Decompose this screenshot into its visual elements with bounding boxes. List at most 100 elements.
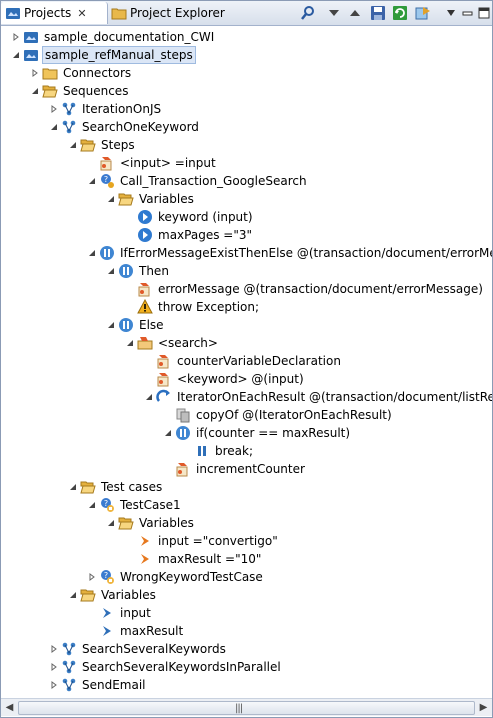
tree-item[interactable]: copyOf @(IteratorOnEachResult) xyxy=(1,406,492,424)
folder-open-icon xyxy=(118,515,134,531)
arrow-down-icon[interactable] xyxy=(326,5,342,21)
expanded-arrow-icon[interactable] xyxy=(49,118,58,136)
tab-project-explorer-label: Project Explorer xyxy=(130,6,225,20)
arrow-up-icon[interactable] xyxy=(347,5,363,21)
expanded-arrow-icon[interactable] xyxy=(87,172,96,190)
minimize-icon[interactable] xyxy=(460,5,476,21)
tree-item[interactable]: IteratorOnEachResult @(transaction/docum… xyxy=(1,388,492,406)
tree-item[interactable]: maxResult xyxy=(1,622,492,640)
close-icon[interactable]: ✕ xyxy=(77,6,87,20)
tree-item[interactable]: throw Exception; xyxy=(1,298,492,316)
tree-item[interactable]: keyword (input) xyxy=(1,208,492,226)
horizontal-scrollbar[interactable]: ◀ ||| ▶ xyxy=(1,698,492,716)
tree-item-label: keyword (input) xyxy=(158,210,253,224)
tree-item-label: IterationOnJS xyxy=(82,102,162,116)
scroll-left-icon[interactable]: ◀ xyxy=(5,702,14,713)
testcase-icon: ? xyxy=(99,497,115,513)
expanded-arrow-icon[interactable] xyxy=(68,136,77,154)
expanded-arrow-icon[interactable] xyxy=(68,586,77,604)
tree-item[interactable]: sample_refManual_steps xyxy=(1,46,492,64)
tree-item[interactable]: Variables xyxy=(1,190,492,208)
tree-item-label: if(counter == maxResult) xyxy=(196,426,351,440)
tree-item[interactable]: Variables xyxy=(1,586,492,604)
collapsed-arrow-icon[interactable] xyxy=(49,658,58,676)
maximize-icon[interactable] xyxy=(476,5,492,21)
expanded-arrow-icon[interactable] xyxy=(106,514,115,532)
scroll-right-icon[interactable]: ▶ xyxy=(479,702,488,713)
tree-item[interactable]: errorMessage @(transaction/document/erro… xyxy=(1,280,492,298)
tree-item[interactable]: Else xyxy=(1,316,492,334)
expanded-arrow-icon[interactable] xyxy=(106,262,115,280)
folder-icon xyxy=(111,5,127,21)
tree-item[interactable]: <keyword> @(input) xyxy=(1,370,492,388)
js-step-icon xyxy=(156,371,172,387)
folder-open-icon xyxy=(80,137,96,153)
tree-item[interactable]: Steps xyxy=(1,136,492,154)
tree-item[interactable]: IfErrorMessageExistThenElse @(transactio… xyxy=(1,244,492,262)
copy-icon xyxy=(175,407,191,423)
tree-item[interactable]: SearchOneKeyword xyxy=(1,118,492,136)
tree-item[interactable]: input ="convertigo" xyxy=(1,532,492,550)
expanded-arrow-icon[interactable] xyxy=(87,244,96,262)
tree-item[interactable]: ?TestCase1 xyxy=(1,496,492,514)
tree-item[interactable]: maxResult ="10" xyxy=(1,550,492,568)
collapsed-arrow-icon[interactable] xyxy=(49,676,58,694)
tree-item[interactable]: counterVariableDeclaration xyxy=(1,352,492,370)
sequence-icon xyxy=(61,677,77,693)
expanded-arrow-icon[interactable] xyxy=(106,190,115,208)
view-menu-icon[interactable] xyxy=(443,5,459,21)
tree-item[interactable]: input xyxy=(1,604,492,622)
tree-item[interactable]: maxPages ="3" xyxy=(1,226,492,244)
refresh-icon[interactable] xyxy=(392,5,408,21)
expanded-arrow-icon[interactable] xyxy=(30,82,39,100)
if-icon xyxy=(175,425,191,441)
tree-item[interactable]: ?Call_Transaction_GoogleSearch xyxy=(1,172,492,190)
tree-item[interactable]: Sequences xyxy=(1,82,492,100)
tree-item-label: <search> xyxy=(158,336,218,350)
tree-item[interactable]: SearchSeveralKeywords xyxy=(1,640,492,658)
collapsed-arrow-icon[interactable] xyxy=(87,568,96,586)
expanded-arrow-icon[interactable] xyxy=(68,478,77,496)
collapsed-arrow-icon[interactable] xyxy=(11,28,20,46)
save-icon[interactable] xyxy=(370,5,386,21)
expanded-arrow-icon[interactable] xyxy=(144,388,153,406)
tree-item-label: incrementCounter xyxy=(196,462,305,476)
tree-item-label: input xyxy=(120,606,151,620)
collapsed-arrow-icon[interactable] xyxy=(30,64,39,82)
tree-item[interactable]: if(counter == maxResult) xyxy=(1,424,492,442)
deploy-icon[interactable] xyxy=(415,5,431,21)
tree-item[interactable]: break; xyxy=(1,442,492,460)
tree-item[interactable]: ?WrongKeywordTestCase xyxy=(1,568,492,586)
tree-item[interactable]: <input> =input xyxy=(1,154,492,172)
element-icon xyxy=(137,335,153,351)
tree-item[interactable]: incrementCounter xyxy=(1,460,492,478)
tree-item[interactable]: SearchSeveralKeywordsInParallel xyxy=(1,658,492,676)
collapsed-arrow-icon[interactable] xyxy=(49,640,58,658)
expanded-arrow-icon[interactable] xyxy=(106,316,115,334)
tree-item[interactable]: Variables xyxy=(1,514,492,532)
if-icon xyxy=(118,263,134,279)
scrollbar-grip: ||| xyxy=(235,703,243,714)
expanded-arrow-icon[interactable] xyxy=(87,496,96,514)
tab-projects[interactable]: Projects ✕ xyxy=(1,2,108,24)
expanded-arrow-icon[interactable] xyxy=(125,334,134,352)
search-icon[interactable] xyxy=(300,5,316,21)
tree-item[interactable]: sample_documentation_CWI xyxy=(1,28,492,46)
tree-item[interactable]: <search> xyxy=(1,334,492,352)
tree-item[interactable]: Then xyxy=(1,262,492,280)
tree-item[interactable]: IterationOnJS xyxy=(1,100,492,118)
tree-item[interactable]: Connectors xyxy=(1,64,492,82)
folder-icon xyxy=(42,65,58,81)
scrollbar-thumb[interactable]: ||| xyxy=(18,701,475,715)
collapsed-arrow-icon[interactable] xyxy=(49,100,58,118)
tree-item[interactable]: SendEmail xyxy=(1,676,492,694)
expanded-arrow-icon[interactable] xyxy=(163,424,172,442)
if-icon xyxy=(99,245,115,261)
tree-item-label: SearchSeveralKeywords xyxy=(82,642,226,656)
tree-item[interactable]: Test cases xyxy=(1,478,492,496)
tree-item-label: maxResult ="10" xyxy=(158,552,262,566)
tree-item-label: sample_refManual_steps xyxy=(42,46,196,64)
expanded-arrow-icon[interactable] xyxy=(11,46,20,64)
tab-project-explorer[interactable]: Project Explorer xyxy=(107,2,225,24)
